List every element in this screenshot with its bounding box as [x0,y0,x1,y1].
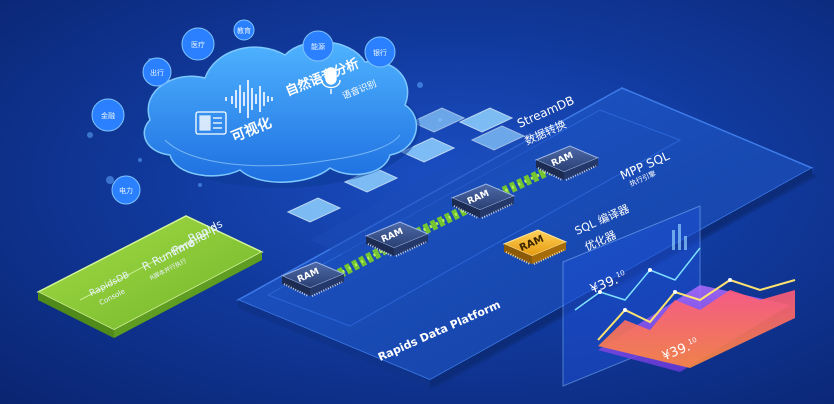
bubble [91,98,125,132]
bubble-label: 出行 [150,69,164,77]
ram-chip [280,261,346,297]
ram-chip [450,183,516,219]
bubble-label: 能源 [311,43,325,51]
screen-tile [410,107,466,133]
visualization-icon [195,111,227,135]
bubble [364,36,396,68]
bubble-label: 金融 [101,112,115,120]
screen-tile [470,125,526,151]
ram-chain [315,160,563,290]
waveform-icon [225,80,273,118]
ram-chip-highlighted [502,229,568,265]
screen-tile [400,137,456,163]
screen-tile [286,197,342,223]
ram-chip [534,145,600,181]
chart-dots [598,268,732,312]
bubble [302,30,334,62]
bubbles [91,19,396,205]
bubble-label: 医疗 [191,41,205,49]
screen-tile [458,107,514,133]
chart-bars [672,224,687,250]
microphone-icon [321,67,341,94]
bubble [233,19,255,41]
cloud [140,41,420,188]
bubble [181,27,215,61]
ram-chips [280,145,600,297]
bubble-label: 银行 [373,49,387,57]
bubble [142,57,172,87]
bubble-label: 电力 [119,187,133,195]
platform-base [236,87,818,388]
green-panel [36,215,264,338]
screen-tiles [286,107,526,223]
bubble-label: 教育 [237,27,251,35]
ram-chip [364,221,430,257]
bubble [111,175,141,205]
chart-panel [562,205,796,387]
